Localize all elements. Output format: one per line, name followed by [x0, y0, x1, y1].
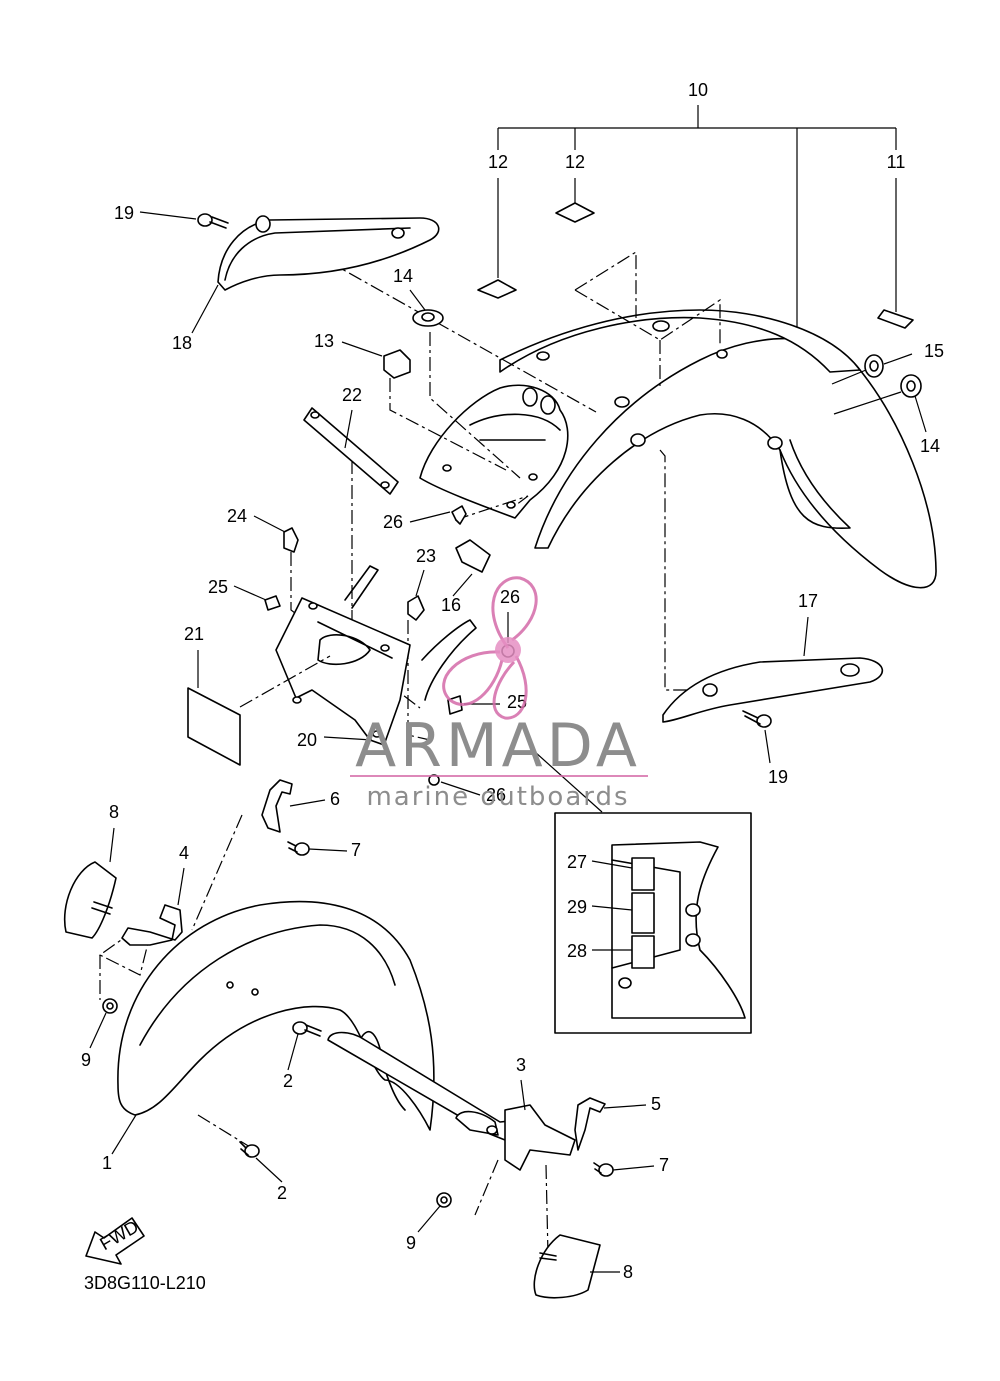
- callout-c10: 10: [688, 80, 708, 100]
- part-17-panel: [662, 616, 884, 723]
- rear-bracket: [419, 384, 569, 519]
- part-7-bolts: [287, 841, 655, 1177]
- part-6-hook: [261, 779, 326, 833]
- part-19-bolt-upper: [139, 211, 229, 229]
- callout-c17: 17: [798, 591, 818, 611]
- rear-fender: [477, 202, 937, 589]
- callout-c28: 28: [567, 941, 587, 961]
- callout-c8a: 8: [109, 802, 119, 822]
- callout-c11: 11: [887, 152, 906, 172]
- callout-c6: 6: [330, 789, 340, 809]
- part-2-bolts: [239, 1021, 322, 1183]
- watermark-underline: [350, 775, 648, 777]
- part-18-panel: [191, 215, 440, 334]
- callout-c27: 27: [567, 852, 587, 872]
- part-19-bolt-lower: [742, 710, 772, 764]
- callout-c9a: 9: [81, 1050, 91, 1070]
- watermark-logo-icon: [442, 576, 538, 720]
- part-9-nuts: [89, 998, 452, 1233]
- part-8-reflectors: [63, 827, 620, 1299]
- callout-c19a: 19: [114, 203, 134, 223]
- callout-c16: 16: [441, 595, 461, 615]
- callout-c19b: 19: [768, 767, 788, 787]
- callout-c14a: 14: [393, 266, 413, 286]
- callout-c21: 21: [184, 624, 204, 644]
- part-3-bracket: [327, 1031, 576, 1171]
- fwd-arrow-icon: FWD: [85, 1216, 145, 1265]
- callout-c7b: 7: [659, 1155, 669, 1175]
- callout-c1: 1: [102, 1153, 112, 1173]
- inset-box: [534, 751, 752, 1034]
- part-20-bracket: [275, 565, 477, 746]
- part-22-strap: [303, 407, 399, 495]
- callout-c13: 13: [314, 331, 334, 351]
- watermark: ARMADA marine outboards: [350, 576, 648, 812]
- callout-c26a: 26: [383, 512, 403, 532]
- callout-c7a: 7: [351, 840, 361, 860]
- callout-c15: 15: [924, 341, 944, 361]
- callout-c5: 5: [651, 1094, 661, 1114]
- callout-c14b: 14: [920, 436, 940, 456]
- callout-c24: 24: [227, 506, 247, 526]
- callout-c23: 23: [416, 546, 436, 566]
- callout-c3: 3: [516, 1055, 526, 1075]
- callout-c12b: 12: [565, 152, 585, 172]
- callout-c25a: 25: [208, 577, 228, 597]
- part-13-clip: [341, 341, 411, 379]
- diagram-code: 3D8G110-L210: [84, 1273, 206, 1293]
- part-5-hook: [574, 1097, 647, 1151]
- part-16-bracket: [452, 539, 491, 597]
- callout-c2b: 2: [277, 1183, 287, 1203]
- callout-c9b: 9: [406, 1233, 416, 1253]
- callout-c4: 4: [179, 843, 189, 863]
- part-4-bracket: [121, 867, 185, 946]
- part-10-bracket: [497, 105, 897, 368]
- callout-c8b: 8: [623, 1262, 633, 1282]
- watermark-tagline: marine outboards: [366, 782, 629, 812]
- callout-c20: 20: [297, 730, 317, 750]
- callout-c29: 29: [567, 897, 587, 917]
- part-21-plate: [187, 650, 331, 766]
- callout-c2a: 2: [283, 1071, 293, 1091]
- callout-c26b: 26: [500, 587, 520, 607]
- callout-c18: 18: [172, 333, 192, 353]
- callout-c22: 22: [342, 385, 362, 405]
- grommets: [409, 289, 927, 433]
- watermark-brand: ARMADA: [355, 711, 641, 781]
- callout-c26c: 26: [486, 785, 506, 805]
- callout-c12a: 12: [488, 152, 508, 172]
